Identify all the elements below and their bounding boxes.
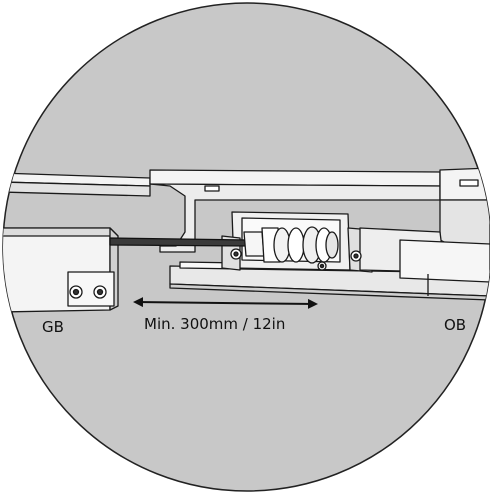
ob-label: OB — [444, 316, 467, 334]
fitting-assembly — [243, 226, 339, 264]
upper-rail — [3, 172, 151, 197]
ob-component — [359, 227, 490, 296]
dimension-arrow-icon — [133, 297, 318, 309]
bolt-icon — [69, 248, 362, 299]
gb-label: GB — [42, 318, 64, 336]
frame-bracket — [149, 167, 490, 256]
minimum-distance-label: Min. 300mm / 12in — [144, 315, 286, 333]
gb-housing — [3, 227, 119, 313]
connecting-rod — [109, 237, 249, 247]
